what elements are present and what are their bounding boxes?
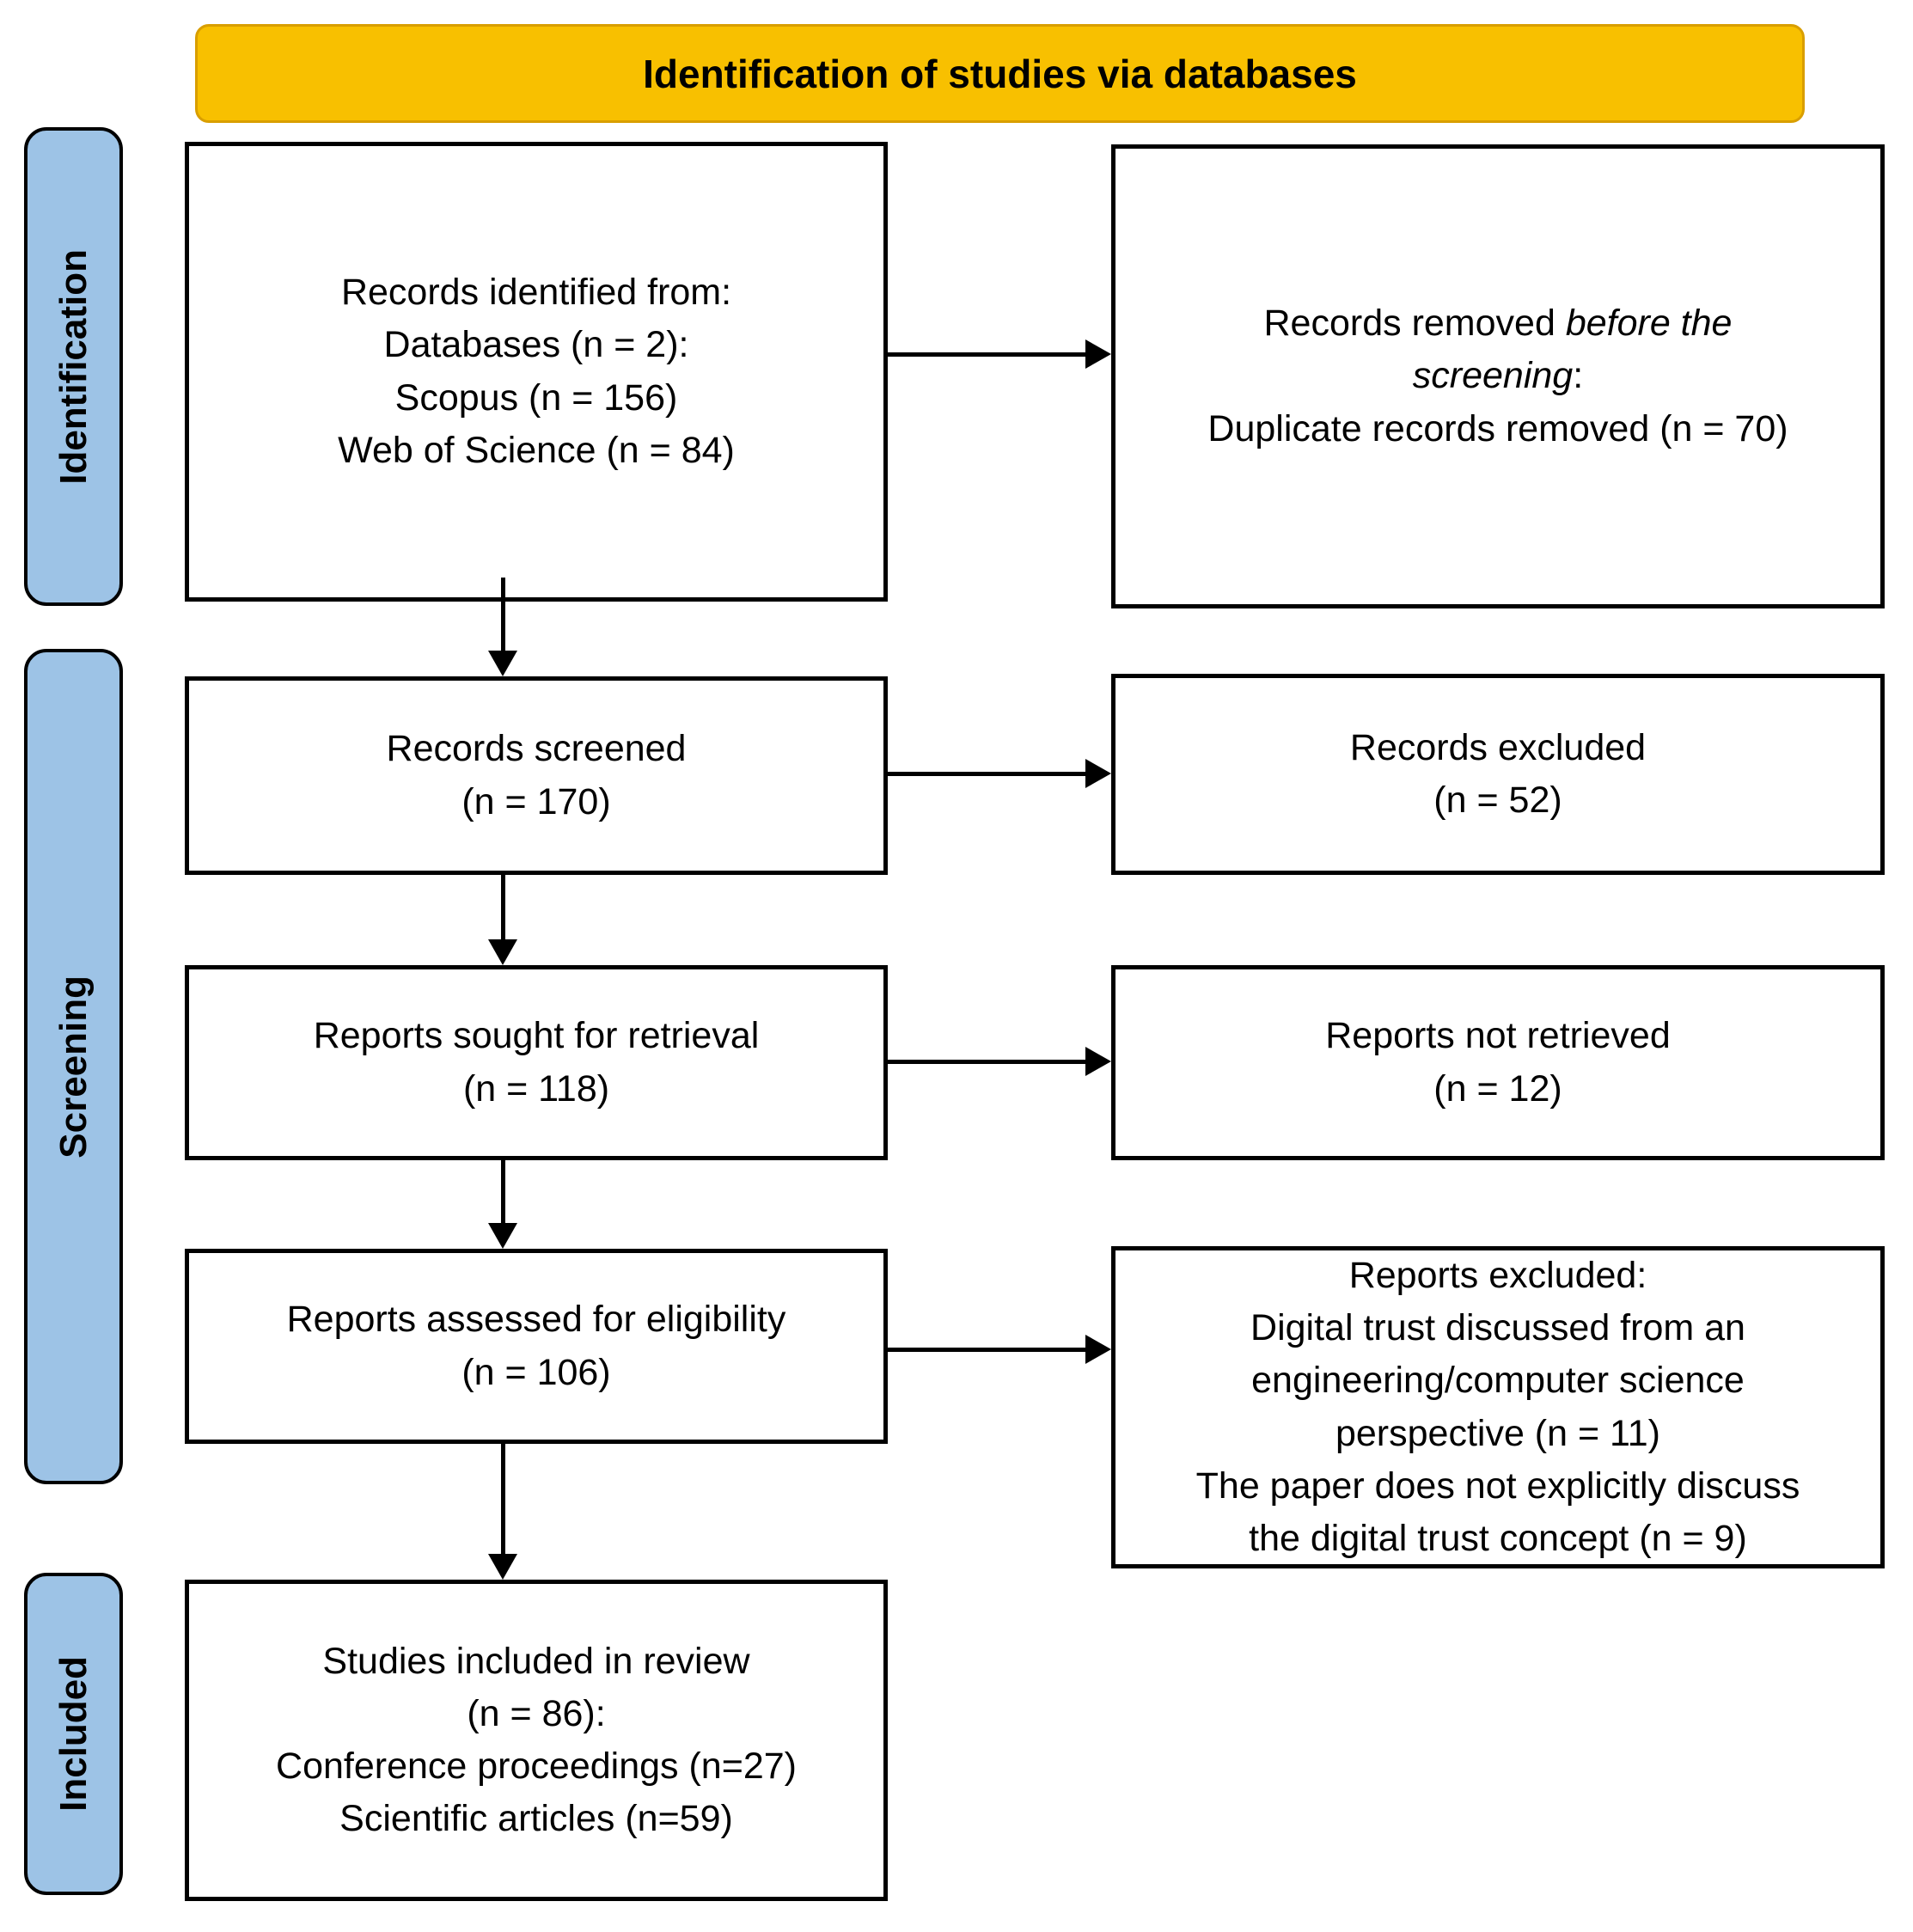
right-arrow-line-icon [888, 772, 1087, 776]
down-arrow-line-icon [501, 875, 505, 941]
records-screened-text: Records screened (n = 170) [387, 723, 687, 828]
down-arrow-head-icon [488, 651, 517, 676]
box-line: Reports excluded: [1348, 1255, 1647, 1297]
right-arrow-head-icon [1085, 759, 1111, 788]
box-line: (n = 118) [462, 1067, 610, 1110]
records-screened-box: Records screened (n = 170) [185, 676, 888, 875]
records-excluded-text: Records excluded (n = 52) [1350, 722, 1646, 827]
box-line: Scopus (n = 156) [394, 376, 678, 419]
box-line: Reports not retrieved [1325, 1015, 1671, 1057]
box-line-segment-italic: screening [1412, 355, 1574, 397]
records-identified-box: Records identified from: Databases (n = … [185, 142, 888, 602]
banner-title: Identification of studies via databases [643, 51, 1357, 96]
stage-identification-label: Identification [52, 248, 95, 485]
studies-included-box: Studies included in review (n = 86): Con… [185, 1580, 888, 1901]
stage-screening: Screening [24, 649, 123, 1484]
reports-not-retrieved-box: Reports not retrieved (n = 12) [1111, 965, 1885, 1160]
reports-excluded-text: Reports excluded: Digital trust discusse… [1196, 1250, 1800, 1564]
studies-included-text: Studies included in review (n = 86): Con… [276, 1635, 797, 1845]
reports-assessed-text: Reports assessed for eligibility (n = 10… [287, 1293, 786, 1398]
box-line: (n = 52) [1433, 780, 1562, 821]
reports-not-retrieved-text: Reports not retrieved (n = 12) [1325, 1010, 1671, 1115]
box-line: Records excluded [1349, 726, 1647, 768]
reports-sought-text: Reports sought for retrieval (n = 118) [314, 1010, 760, 1115]
stage-screening-label: Screening [52, 975, 95, 1159]
stage-identification: Identification [24, 127, 123, 606]
down-arrow-head-icon [488, 1223, 517, 1249]
reports-sought-box: Reports sought for retrieval (n = 118) [185, 965, 888, 1160]
box-line: the digital trust concept (n = 9) [1249, 1517, 1747, 1559]
box-line: (n = 12) [1433, 1067, 1562, 1110]
records-excluded-box: Records excluded (n = 52) [1111, 674, 1885, 875]
box-line: Databases (n = 2): [383, 324, 689, 366]
box-line: (n = 106) [461, 1351, 611, 1393]
reports-assessed-box: Reports assessed for eligibility (n = 10… [185, 1249, 888, 1444]
right-arrow-head-icon [1085, 1335, 1111, 1364]
box-line: perspective (n = 11) [1335, 1412, 1661, 1454]
reports-excluded-box: Reports excluded: Digital trust discusse… [1111, 1246, 1885, 1568]
box-line: Digital trust discussed from an [1250, 1307, 1745, 1349]
box-line: engineering/computer science [1251, 1360, 1745, 1402]
box-line: Web of Science (n = 84) [338, 429, 735, 471]
records-removed-box: Records removed before the screening: Du… [1111, 144, 1885, 608]
box-line: Studies included in review [322, 1640, 750, 1682]
banner: Identification of studies via databases [195, 24, 1805, 123]
box-line: Conference proceedings (n=27) [276, 1746, 797, 1787]
box-line: Records identified from: [340, 272, 732, 314]
box-line: Records removed before the [1207, 297, 1788, 350]
box-line: Duplicate records removed (n = 70) [1207, 407, 1788, 449]
box-line: Reports sought for retrieval [313, 1015, 760, 1057]
down-arrow-line-icon [501, 578, 505, 653]
right-arrow-line-icon [888, 1060, 1087, 1064]
box-line: Scientific articles (n=59) [339, 1798, 733, 1840]
right-arrow-line-icon [888, 352, 1087, 357]
box-line: Reports assessed for eligibility [286, 1299, 786, 1341]
right-arrow-head-icon [1085, 1047, 1111, 1076]
box-line: (n = 170) [461, 780, 611, 822]
down-arrow-line-icon [501, 1160, 505, 1225]
stage-included-label: Included [52, 1656, 95, 1812]
box-line: (n = 86): [467, 1692, 606, 1734]
box-line-segment: : [1573, 355, 1584, 397]
right-arrow-head-icon [1085, 339, 1111, 369]
down-arrow-head-icon [488, 1554, 517, 1580]
down-arrow-head-icon [488, 939, 517, 965]
box-line: screening: [1207, 350, 1788, 402]
box-line: Records screened [386, 728, 687, 770]
right-arrow-line-icon [888, 1348, 1087, 1352]
box-line-segment: Records removed [1263, 303, 1566, 345]
box-line: The paper does not explicitly discuss [1195, 1464, 1800, 1507]
records-removed-text: Records removed before the screening: Du… [1207, 297, 1788, 455]
box-line-segment-italic: before the [1565, 303, 1733, 345]
down-arrow-line-icon [501, 1444, 505, 1556]
stage-included: Included [24, 1573, 123, 1895]
records-identified-text: Records identified from: Databases (n = … [338, 266, 735, 476]
